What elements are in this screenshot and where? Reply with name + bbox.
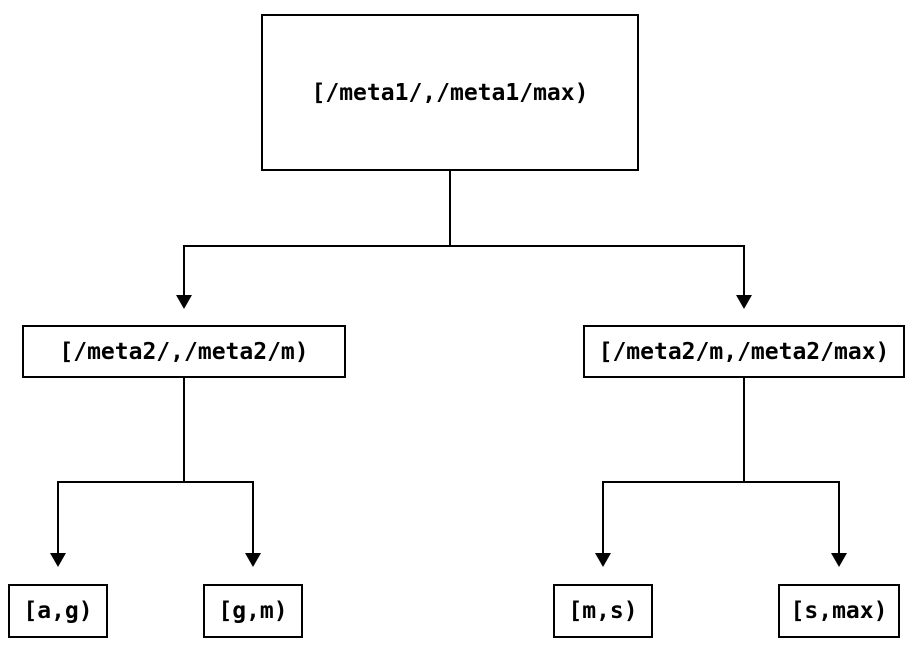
arrow-down-icon	[50, 553, 66, 567]
edge-root-stem	[449, 171, 451, 246]
edge-drop-leaf-ag	[57, 481, 59, 553]
node-meta2-low-interval: [/meta2/,/meta2/m)	[22, 325, 346, 378]
edge-meta2-high-stem	[743, 378, 745, 483]
arrow-down-icon	[736, 295, 752, 309]
edge-drop-leaf-smax	[838, 481, 840, 553]
arrow-down-icon	[831, 553, 847, 567]
node-leaf-smax-interval: [s,max)	[778, 584, 900, 638]
edge-level1-drop-right	[743, 245, 745, 295]
edge-level1-bar	[183, 245, 745, 247]
node-meta2-high-interval: [/meta2/m,/meta2/max)	[583, 325, 905, 378]
node-leaf-ms-interval: [m,s)	[553, 584, 653, 638]
edge-meta2-low-stem	[183, 378, 185, 483]
edge-drop-leaf-ms	[602, 481, 604, 553]
arrow-down-icon	[245, 553, 261, 567]
arrow-down-icon	[595, 553, 611, 567]
edge-level1-drop-left	[183, 245, 185, 295]
node-root-interval: [/meta1/,/meta1/max)	[261, 14, 639, 171]
node-leaf-ag-interval: [a,g)	[8, 584, 108, 638]
edge-drop-leaf-gm	[252, 481, 254, 553]
arrow-down-icon	[176, 295, 192, 309]
edge-level2-right-bar	[602, 481, 840, 483]
edge-level2-left-bar	[57, 481, 254, 483]
node-leaf-gm-interval: [g,m)	[203, 584, 303, 638]
